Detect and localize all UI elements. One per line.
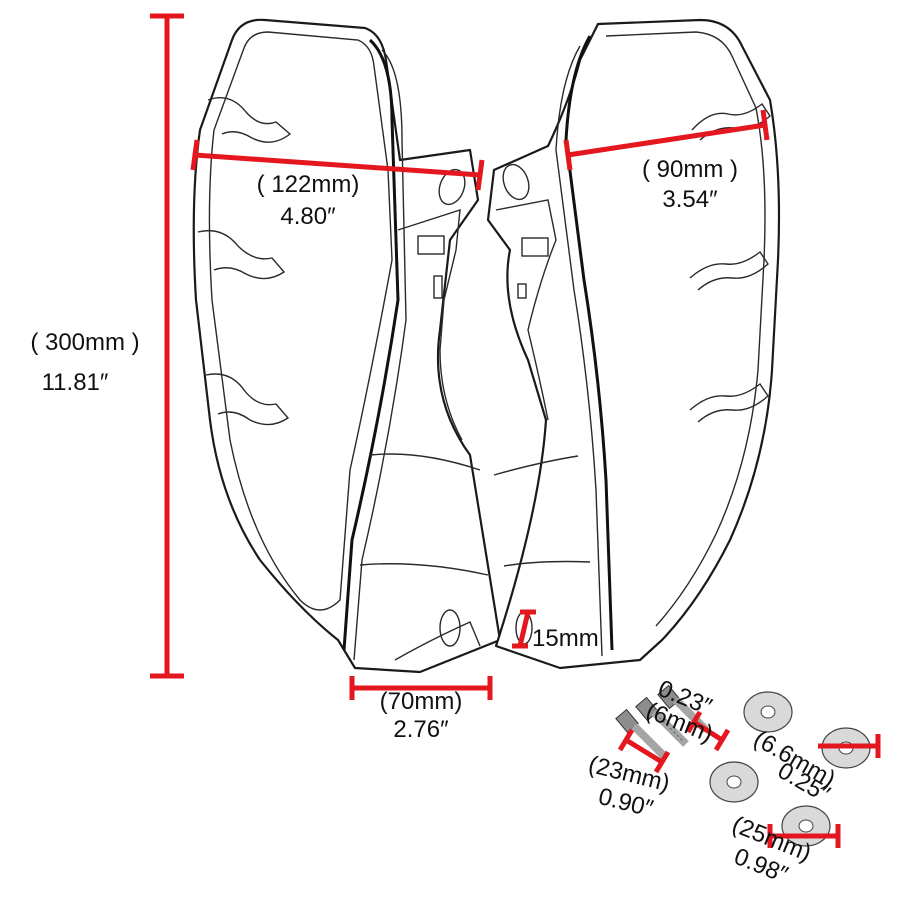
bolt-length-dimension-line bbox=[617, 728, 671, 774]
slot-dimension-line bbox=[512, 609, 536, 649]
right-width-dimension-line bbox=[563, 109, 770, 171]
height-metric-label: ( 300mm ) bbox=[30, 329, 140, 356]
washer-diameter-dimension-line bbox=[767, 824, 841, 848]
washer-3 bbox=[709, 761, 759, 803]
right-deflector-panel bbox=[486, 18, 781, 670]
bolt-diameter-dimension-line bbox=[685, 710, 731, 752]
bottom-width-metric-label: (70mm) bbox=[379, 688, 463, 715]
height-dimension-line bbox=[150, 13, 184, 679]
washer-1 bbox=[743, 691, 793, 733]
bottom-width-imperial-label: 2.76″ bbox=[393, 716, 449, 743]
left-deflector-panel bbox=[192, 18, 502, 674]
dimension-lines bbox=[150, 13, 881, 848]
left-width-dimension-line bbox=[190, 139, 485, 191]
right-width-metric-label: ( 90mm ) bbox=[642, 156, 738, 183]
bolt-3 bbox=[615, 708, 667, 759]
left-width-imperial-label: 4.80″ bbox=[280, 203, 336, 230]
bolt-1 bbox=[635, 696, 689, 747]
height-imperial-label: 11.81″ bbox=[41, 369, 109, 396]
bottom-width-dimension-line bbox=[349, 676, 493, 700]
right-width-imperial-label: 3.54″ bbox=[662, 186, 718, 213]
slot-metric-label: 15mm bbox=[532, 625, 599, 652]
left-width-metric-label: ( 122mm) bbox=[256, 171, 360, 198]
washer-hole-dimension-line bbox=[818, 734, 881, 758]
